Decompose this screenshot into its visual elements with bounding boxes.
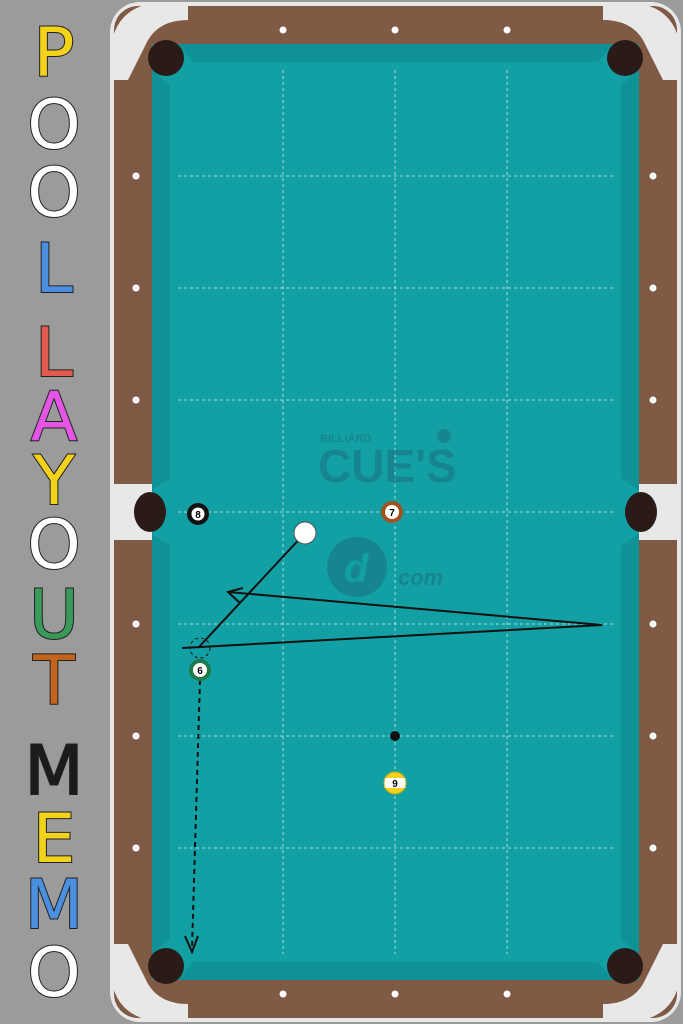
title-letter: L [34, 314, 74, 393]
title-letter: E [32, 800, 77, 879]
shot-path [181, 532, 603, 955]
title-letter: P [32, 14, 75, 93]
foot-spot [390, 731, 400, 741]
ball-9[interactable]: 9 [383, 771, 407, 795]
title-letter: T [32, 642, 76, 721]
ghost-ball [189, 637, 211, 659]
pocket-bottom-right [607, 948, 643, 984]
pocket-bottom-left [148, 948, 184, 984]
object-path-arrowhead [184, 935, 199, 955]
title-letter: M [24, 866, 85, 945]
bank-path-line [181, 591, 603, 649]
title-letter: O [26, 934, 82, 1013]
ball-7-label: 7 [389, 508, 395, 519]
logo-ball-icon [437, 429, 451, 443]
rail-diamonds [132, 26, 657, 998]
logo-circle-icon [327, 537, 387, 597]
title-letter: Y [32, 442, 76, 521]
title-letter: A [30, 378, 79, 457]
title-letter: M [24, 732, 85, 811]
ball-7[interactable]: 7 [381, 501, 403, 523]
bank-path-arrowhead [225, 587, 244, 604]
logo-sub-text: com [398, 565, 443, 590]
title-letter: O [26, 506, 82, 585]
pocket-side-right [625, 492, 657, 532]
ball-8-label: 8 [195, 510, 201, 521]
title-letter: O [26, 154, 82, 233]
ball-8[interactable]: 8 [187, 503, 209, 525]
pocket-top-right [607, 40, 643, 76]
pockets [134, 40, 657, 984]
pocket-side-left [134, 492, 166, 532]
cushions [152, 44, 639, 980]
title-letter: L [34, 230, 74, 309]
ball-6[interactable]: 6 [189, 659, 211, 681]
watermark-logo: BILLIARD CUE'S d com [318, 429, 457, 597]
cue-path-line [197, 532, 306, 649]
logo-main-text: CUE'S [318, 440, 457, 492]
ball-cue[interactable] [293, 521, 317, 545]
title-letter: O [26, 86, 82, 165]
title-letter: U [28, 576, 80, 655]
pool-table: BILLIARD CUE'S d com 8 7 6 9 [110, 2, 681, 1022]
logo-small-text: BILLIARD [320, 433, 371, 445]
logo-d-icon: d [344, 547, 370, 591]
ball-6-label: 6 [197, 666, 203, 677]
pocket-top-left [148, 40, 184, 76]
ball-9-label: 9 [392, 779, 398, 790]
